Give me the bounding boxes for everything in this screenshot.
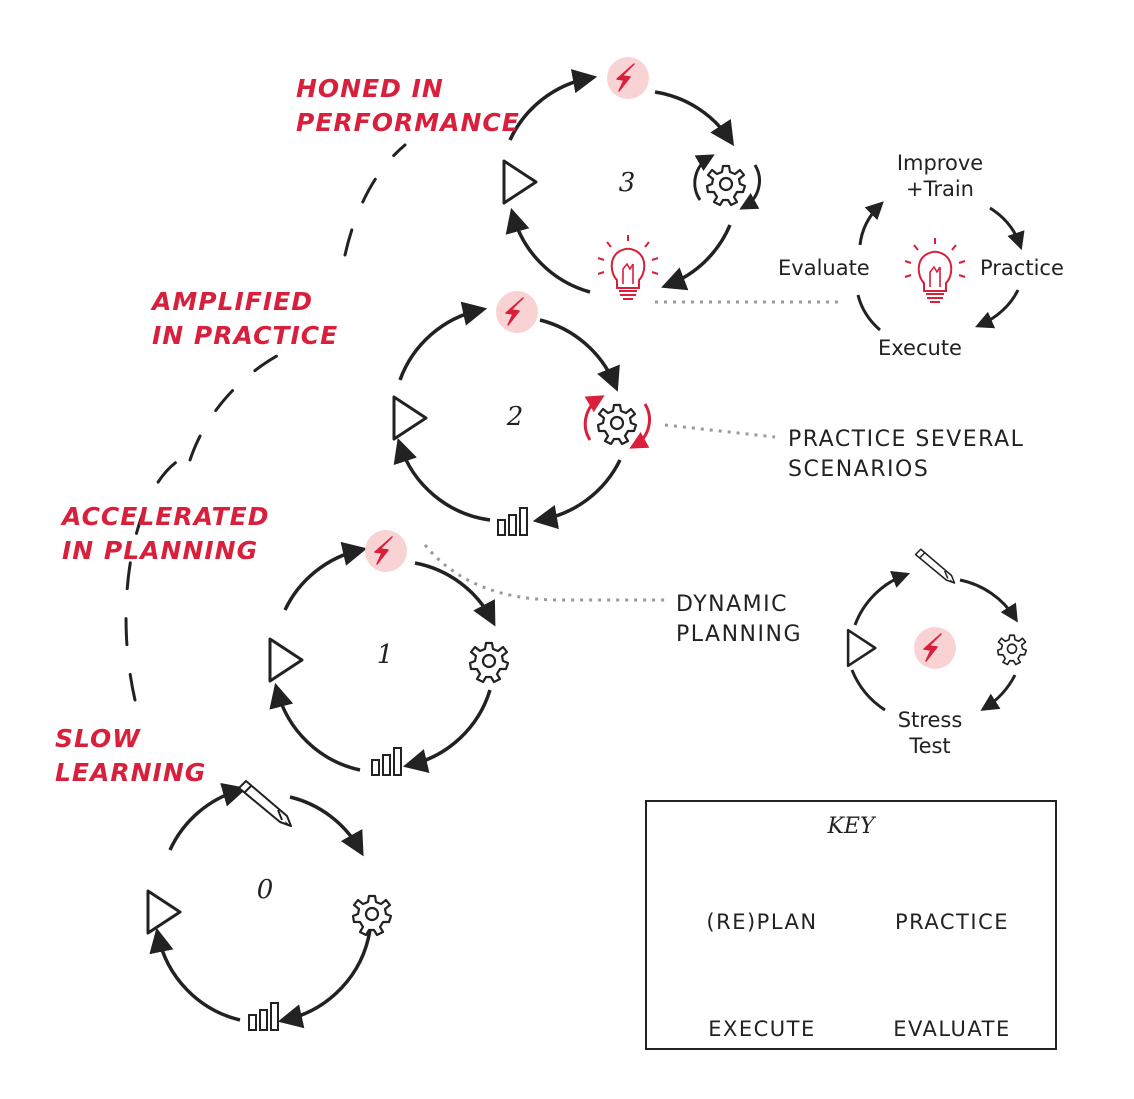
stage-label-amplified: AMPLIFIED IN PRACTICE xyxy=(152,287,339,350)
mini-label-improve: Improve +Train xyxy=(896,151,984,201)
key-legend: KEY (RE)PLAN PRACTICE EXECUTE EVALUATE xyxy=(645,800,1057,1050)
mini-label-evaluate: Evaluate xyxy=(778,256,870,280)
cycle-3 xyxy=(502,56,761,300)
pencil-icon xyxy=(238,780,292,827)
gear-icon xyxy=(468,641,510,684)
dotted-connector-practice-several xyxy=(664,423,776,439)
bar-chart-icon xyxy=(371,747,402,776)
lightning-icon xyxy=(606,56,650,100)
lightbulb-icon xyxy=(904,237,966,303)
lightning-icon xyxy=(913,626,957,670)
lightning-icon xyxy=(364,529,408,573)
key-title: KEY xyxy=(827,814,875,839)
cycle-0 xyxy=(146,780,393,1031)
stage-label-accelerated: ACCELERATED IN PLANNING xyxy=(62,502,270,565)
gear-cycle-red-icon xyxy=(583,395,651,449)
play-icon xyxy=(502,159,538,205)
cycle-number-0: 0 xyxy=(256,875,274,905)
stage-label-slow: SLOW LEARNING xyxy=(55,724,207,787)
key-label-execute: EXECUTE xyxy=(708,1017,816,1041)
play-icon xyxy=(392,395,428,441)
bar-chart-icon xyxy=(248,1002,279,1031)
cycle-2 xyxy=(392,290,651,536)
dotted-connector-dynamic-planning xyxy=(423,544,665,602)
cycle-number-2: 2 xyxy=(506,402,524,432)
play-icon xyxy=(846,628,877,668)
play-icon xyxy=(146,889,182,935)
gear-icon xyxy=(996,634,1028,666)
progress-dashed-path xyxy=(124,143,407,702)
stage-label-honed: HONED IN PERFORMANCE xyxy=(296,74,520,137)
gear-cycle-black-icon xyxy=(693,154,761,210)
lightning-icon xyxy=(495,290,539,334)
pencil-icon xyxy=(914,548,956,584)
mini-label-stress-test: Stress Test xyxy=(897,708,963,758)
mini-cycle-stress xyxy=(846,548,1028,712)
mini-label-practice: Practice xyxy=(980,256,1064,280)
note-dynamic-planning: DYNAMIC PLANNING xyxy=(676,592,802,647)
cycle-1 xyxy=(268,529,510,776)
cycle-number-1: 1 xyxy=(376,640,394,670)
key-label-practice: PRACTICE xyxy=(894,910,1010,934)
cycle-number-3: 3 xyxy=(618,168,636,198)
mini-label-execute: Execute xyxy=(878,336,962,360)
gear-icon xyxy=(351,894,393,937)
note-practice-several: PRACTICE SEVERAL SCENARIOS xyxy=(788,427,1025,482)
mini-cycle-improve xyxy=(856,201,1025,332)
play-icon xyxy=(268,637,304,683)
key-label-evaluate: EVALUATE xyxy=(893,1017,1011,1041)
dotted-connectors xyxy=(423,300,840,602)
key-label-replan: (RE)PLAN xyxy=(706,910,818,934)
lightbulb-icon xyxy=(597,234,659,300)
bar-chart-icon xyxy=(497,507,528,536)
